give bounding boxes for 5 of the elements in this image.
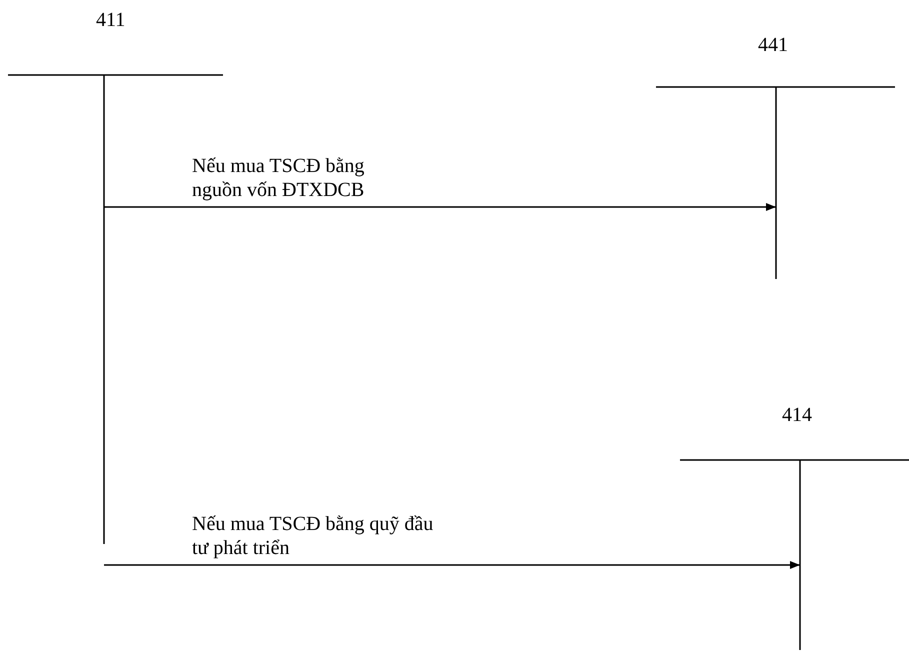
account-number: 441 bbox=[758, 33, 788, 57]
account-number: 414 bbox=[782, 403, 812, 427]
arrow bbox=[104, 561, 800, 569]
arrow bbox=[104, 203, 776, 211]
account-number: 411 bbox=[96, 8, 126, 32]
